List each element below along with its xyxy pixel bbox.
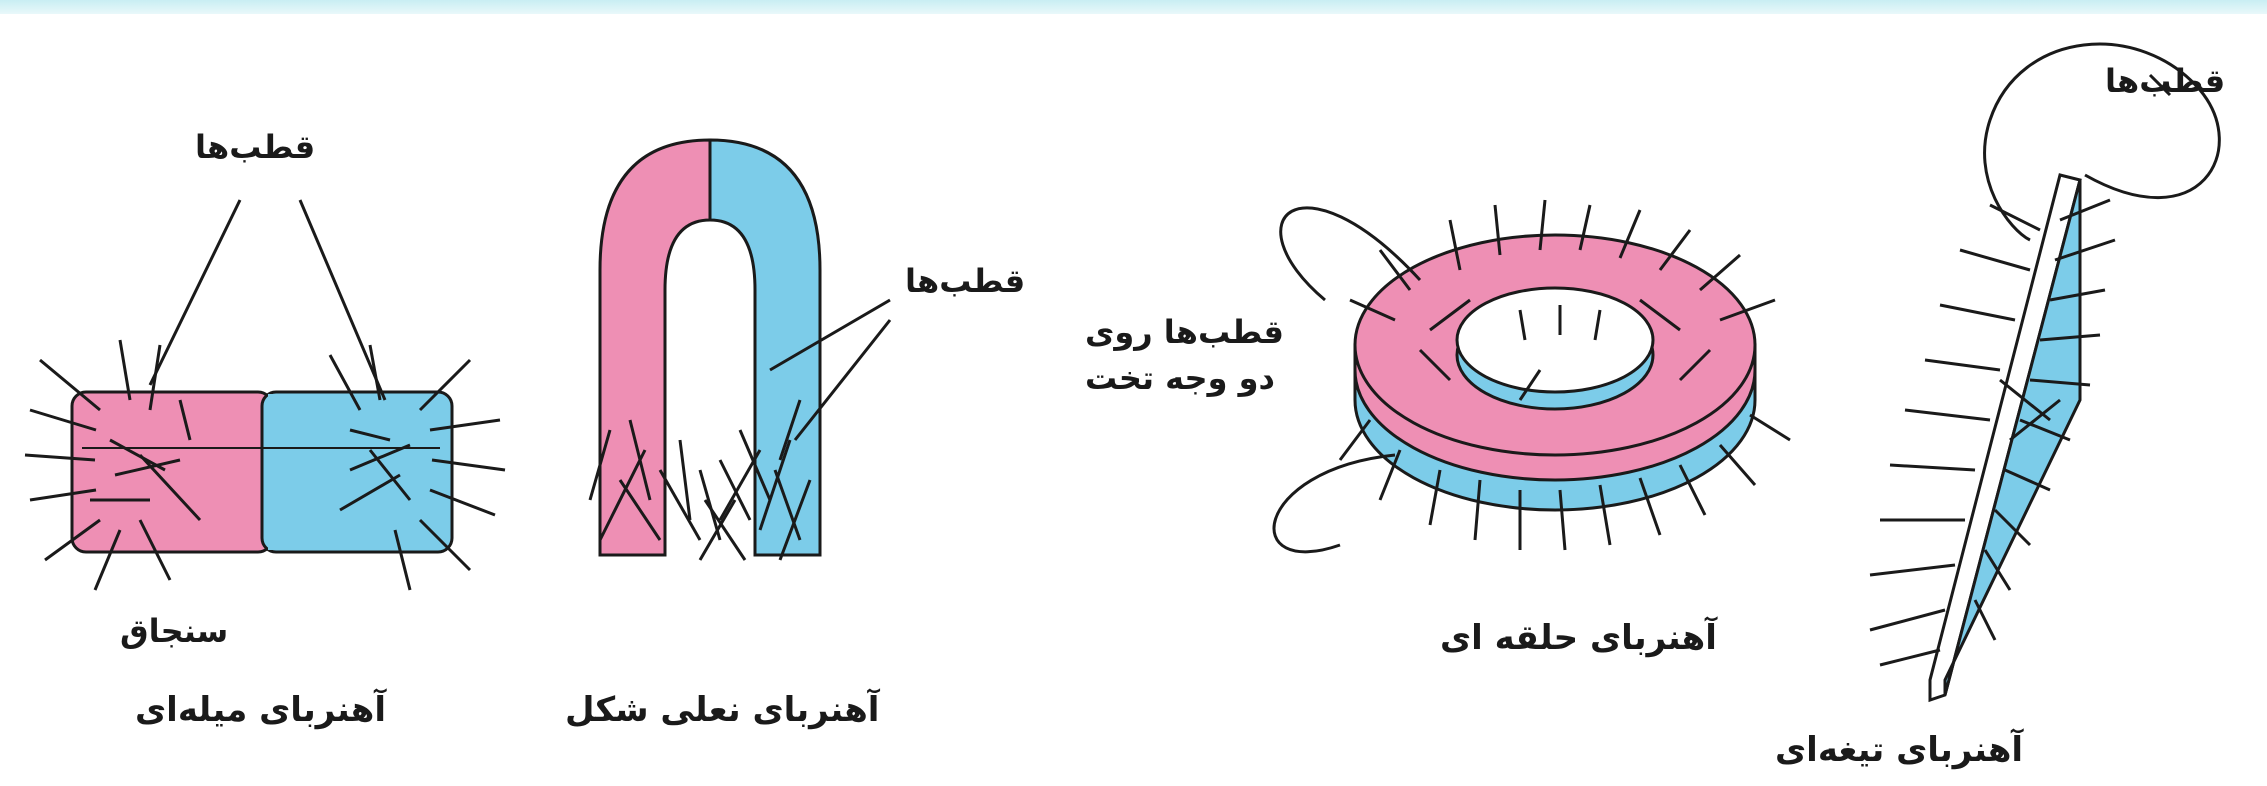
bar-magnet-pin-label: سنجاق [120,612,228,650]
horseshoe-caption: آهنربای نعلی شکل [565,690,879,730]
blade-magnet [1870,44,2219,700]
horseshoe-blue-arm [710,140,820,555]
blade-poles-label: قطب‌ها [2105,62,2225,100]
bar-magnet-pink-half [72,392,272,552]
horseshoe-poles-label: قطب‌ها [905,262,1025,300]
bar-magnet-joint [268,394,288,550]
bar-magnet-pole-arrows [150,200,385,400]
blade-caption: آهنربای تیغه‌ای [1775,730,2023,770]
ring-hole [1457,288,1653,392]
bar-magnet-blue-half [262,392,452,552]
ring-caption: آهنربای حلقه ای [1440,618,1717,658]
horseshoe-pink-arm [600,140,710,555]
ring-poles-label-line2: دو وجه تخت [1085,356,1275,400]
ring-magnet [1274,200,1790,552]
bar-magnet-caption: آهنربای میله‌ای [135,690,386,730]
bar-magnet-poles-label: قطب‌ها [195,128,315,166]
bar-magnet [25,200,505,590]
horseshoe-magnet [590,140,890,560]
ring-poles-label-line1: قطب‌ها روی [1085,310,1284,354]
